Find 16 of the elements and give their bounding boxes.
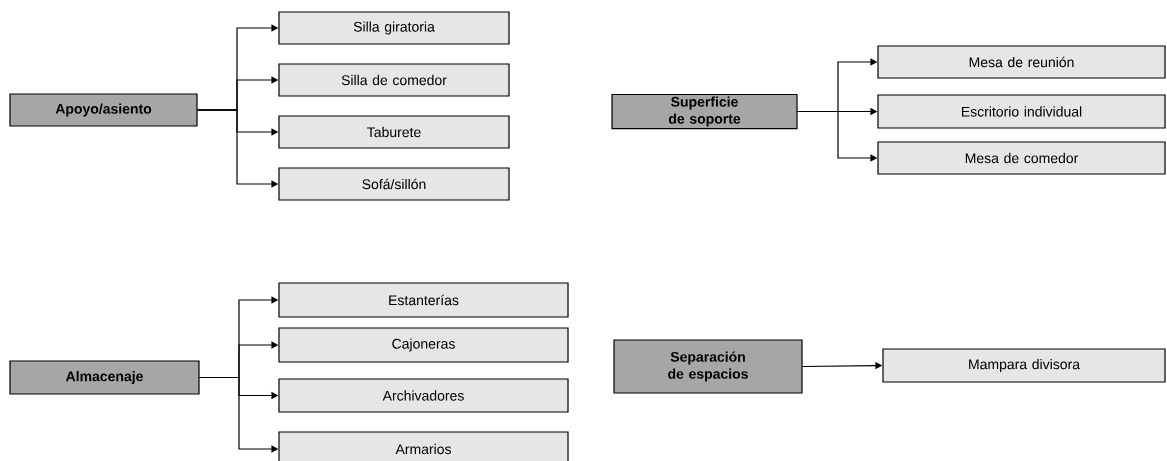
item-box: Cajoneras: [278, 327, 569, 363]
category-box: Separación de espacios: [613, 339, 803, 394]
item-box: Sofá/sillón: [278, 167, 510, 201]
item-box: Estanterías: [278, 282, 569, 318]
item-box: Mesa de reunión: [877, 45, 1166, 79]
item-box: Silla giratoria: [278, 11, 510, 45]
category-box: Almacenaje: [9, 360, 200, 395]
item-box: Archivadores: [278, 378, 569, 413]
item-box: Taburete: [278, 115, 510, 149]
category-box: Apoyo/asiento: [9, 93, 198, 127]
item-box: Escritorio individual: [877, 94, 1166, 129]
item-box: Silla de comedor: [278, 63, 510, 97]
item-box: Mesa de comedor: [877, 141, 1166, 175]
category-box: Superficie de soporte: [611, 93, 798, 130]
item-box: Mampara divisora: [882, 348, 1166, 383]
item-box: Armarios: [278, 431, 569, 461]
